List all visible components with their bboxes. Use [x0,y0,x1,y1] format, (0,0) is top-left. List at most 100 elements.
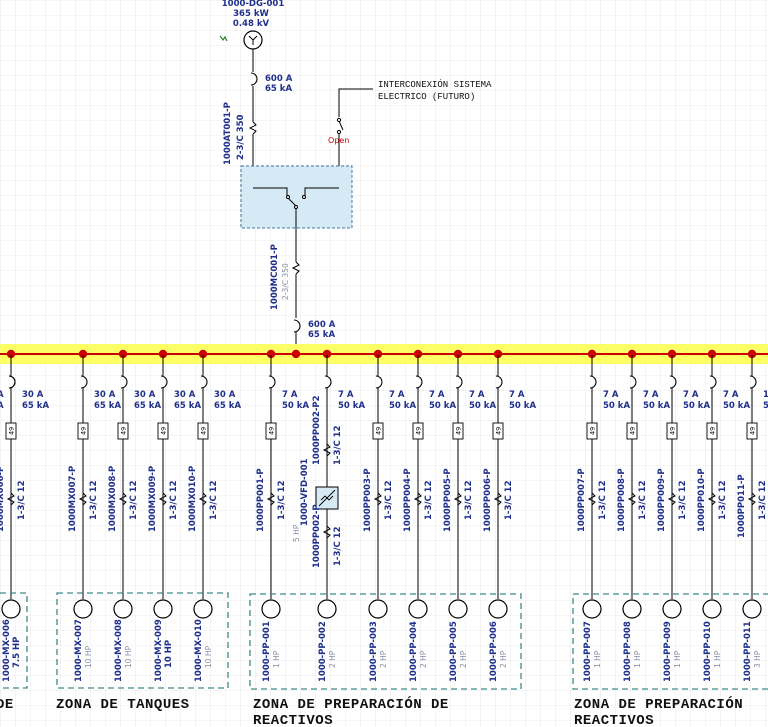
cable-symbol [158,492,167,506]
bus-tap-dot [198,349,208,359]
bus-breaker-ka: 65 kA [308,330,335,340]
bus-tap-dot [322,349,332,359]
motor-id: 1000-PP-007 [583,621,593,682]
motor-hp: 10 HP [84,645,93,668]
motor-hp: 10 HP [164,640,174,668]
motor-symbol[interactable] [622,599,642,619]
motor-symbol[interactable] [448,599,468,619]
cable-id: 1000PP007-P [577,468,587,532]
interconnection-line1: INTERCONEXIÓN SISTEMA [378,79,492,90]
breaker-symbol [120,375,128,389]
cable-size: 1-3/C 12 [129,480,139,520]
motor-symbol[interactable] [582,599,602,619]
cable-size: 1-3/C 12 [758,480,768,520]
cable-id: 1000MX007-P [68,466,78,532]
breaker-symbol [160,375,168,389]
cable-symbol [627,492,636,506]
breaker-amps: 7 A [429,390,445,400]
main-cable[interactable]: 1000AT001-P 2-3/C 350 [223,102,257,165]
partial-brk-ka: A [0,401,4,411]
zone-left-title: DE [0,697,14,713]
motor-symbol[interactable] [1,599,21,619]
motor-symbol[interactable] [488,599,508,619]
wye-icon [248,35,258,45]
cable-symbol [322,525,331,539]
generator-power: 365 kW [233,9,269,19]
relay-code: 49 [669,427,677,435]
motor-symbol[interactable] [702,599,722,619]
motor-id: 1000-PP-010 [703,621,713,682]
generator[interactable]: 1000-DG-001 365 kW 0.48 kV [219,0,284,50]
motor-symbol[interactable] [113,599,133,619]
motor-symbol[interactable] [742,599,762,619]
bus-tap-dot [587,349,597,359]
breaker-ka: 65 kA [134,401,161,411]
cable-id: 1000PP001-P [256,468,266,532]
motor-hp: 2 HP [499,650,508,668]
bus-breaker[interactable]: 600 A 65 kA [293,319,336,340]
breaker-amps: 7 A [723,390,739,400]
breaker-symbol [669,375,677,389]
main-breaker[interactable]: 600 A 65 kA [250,72,293,94]
relay-code: 49 [749,427,757,435]
motor-hp: 2 HP [459,650,468,668]
cable-symbol [667,492,676,506]
cable-symbol [118,492,127,506]
interconnection: INTERCONEXIÓN SISTEMA ELECTRICO (FUTURO) [338,79,492,117]
breaker-amps: 7 A [509,390,525,400]
cable-size: 1-3/C 12 [384,480,394,520]
breaker-ka: 50 kA [282,401,309,411]
interconnection-line2: ELECTRICO (FUTURO) [378,92,475,102]
motor-hp: 2 HP [419,650,428,668]
cable-id: 1000MX009-P [148,466,158,532]
breaker-amps: 30 A [174,390,196,400]
cable-symbol [707,492,716,506]
motor-hp: 3 HP [753,650,762,668]
ats-cable[interactable]: 1000MC001-P 2-3/C 350 [270,244,300,310]
motor-symbol[interactable] [73,599,93,619]
breaker-amps: 7 A [389,390,405,400]
zone-reactivos-2-title2: REACTIVOS [574,713,654,727]
cable-id: 1000PP004-P [403,468,413,532]
breaker-amps: 7 A [282,390,298,400]
cable-id: 1000MX010-P [188,466,198,532]
bus-tap-dot [158,349,168,359]
breaker-ka: 50 kA [603,401,630,411]
motor-symbol[interactable] [662,599,682,619]
relay-code: 49 [455,427,463,435]
motor-symbol[interactable] [153,599,173,619]
cable-size: 1-3/C 12 [424,480,434,520]
vfd-hp: 5 HP [292,524,301,542]
motor-symbol[interactable] [193,599,213,619]
motor-symbol[interactable] [408,599,428,619]
main-bus[interactable] [0,344,768,364]
motor-id: 1000-PP-005 [449,621,459,682]
motor-symbol[interactable] [261,599,281,619]
cable-id: 1000PP011-P [737,474,747,538]
cable-size: 1-3/C 12 [598,480,608,520]
motor-id: 1000-MX-010 [194,619,204,682]
motor-id: 1000-MX-006 [2,619,12,682]
bus-tap-dot [667,349,677,359]
cable-id: 1000PP010-P [697,468,707,532]
motor-symbol[interactable] [317,599,337,619]
motor-hp: 10 HP [124,645,133,668]
motor-symbol[interactable] [368,599,388,619]
